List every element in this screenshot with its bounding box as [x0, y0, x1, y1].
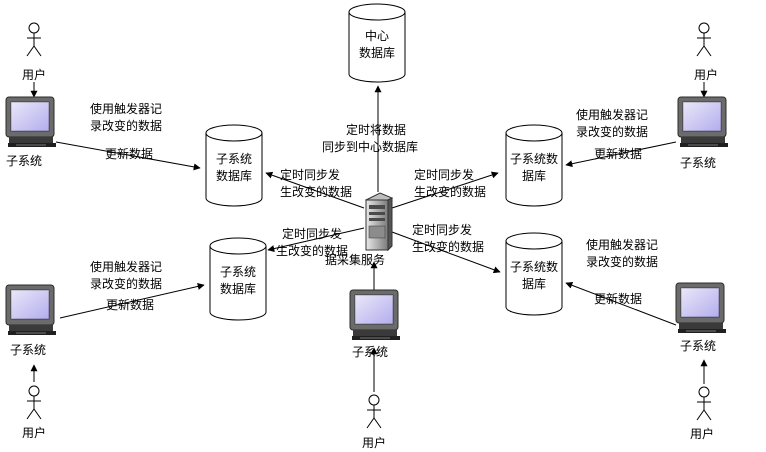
center-database-label-1: 中心	[365, 28, 389, 43]
annotation-sync-lb-2: 生改变的数据	[276, 243, 348, 258]
subsystem-top-right: 子系统	[677, 96, 729, 170]
subsystem-top-right-label: 子系统	[680, 156, 716, 170]
annotation-trigger-tl-1: 使用触发器记	[90, 101, 162, 116]
computer-icon	[5, 96, 57, 148]
annotation-trigger-bl-2: 录改变的数据	[90, 276, 162, 291]
user-bottom-left-label: 用户	[22, 425, 46, 440]
edge-subsystem-tr-to-db	[565, 141, 677, 168]
subsystem-database-right-bottom: 子系统数 据库	[505, 232, 563, 316]
user-bottom-right-label: 用户	[690, 426, 714, 441]
computer-icon	[675, 282, 727, 334]
user-bottom-center: 用户	[362, 394, 386, 450]
db-left-top-label-2: 数据库	[216, 168, 252, 183]
annotation-update-tr: 更新数据	[594, 146, 642, 161]
annotation-trigger-br-2: 录改变的数据	[586, 254, 658, 269]
computer-icon	[677, 96, 729, 148]
annotation-sync-rt-1: 定时同步发	[414, 167, 474, 182]
subsystem-database-left-top: 子系统 数据库	[205, 124, 263, 207]
annotation-sync-center-2: 同步到中心数据库	[322, 139, 418, 154]
edge-db-rb-to-server	[391, 231, 501, 274]
server-icon	[364, 192, 394, 252]
annotation-sync-rb-1: 定时同步发	[412, 222, 472, 237]
annotation-trigger-tr-2: 录改变的数据	[576, 124, 648, 139]
annotation-trigger-tl-2: 录改变的数据	[90, 118, 162, 133]
db-right-bottom-label-2: 据库	[522, 276, 546, 291]
subsystem-bottom-left-label: 子系统	[10, 343, 46, 357]
db-right-top-label-1: 子系统数	[510, 151, 558, 166]
annotation-sync-lt-2: 生改变的数据	[280, 184, 352, 199]
subsystem-bottom-right: 子系统	[675, 282, 727, 353]
user-bottom-left: 用户	[22, 385, 46, 440]
computer-icon	[349, 289, 401, 341]
user-icon	[26, 22, 42, 57]
db-left-bottom-label-2: 数据库	[220, 281, 256, 296]
subsystem-database-right-top: 子系统数 据库	[505, 124, 563, 207]
annotation-sync-lt-1: 定时同步发	[280, 167, 340, 182]
server: 据采集服务	[325, 192, 394, 267]
annotation-update-bl: 更新数据	[106, 297, 154, 312]
annotation-trigger-tr-1: 使用触发器记	[576, 107, 648, 122]
edge-subsystem-br-to-db	[565, 281, 677, 326]
center-database: 中心 数据库	[348, 3, 406, 83]
computer-icon	[5, 284, 57, 336]
subsystem-bottom-left: 子系统	[5, 284, 57, 357]
subsystem-database-left-bottom: 子系统 数据库	[209, 237, 267, 321]
user-top-right-label: 用户	[694, 67, 718, 82]
annotation-update-tl: 更新数据	[105, 146, 153, 161]
subsystem-top-left-label: 子系统	[6, 154, 42, 168]
subsystem-bottom-right-label: 子系统	[680, 339, 716, 353]
user-icon	[696, 22, 712, 57]
db-left-top-label-1: 子系统	[216, 152, 252, 166]
user-icon	[26, 385, 42, 420]
user-icon	[696, 386, 712, 421]
annotation-sync-rt-2: 生改变的数据	[414, 184, 486, 199]
annotation-sync-lb-1: 定时同步发	[282, 226, 342, 241]
edge-subsystem-bl-to-db	[59, 282, 205, 319]
edge-db-lt-to-server	[265, 171, 365, 209]
user-top-right: 用户	[694, 22, 718, 82]
db-right-top-label-2: 据库	[522, 168, 546, 183]
subsystem-bottom-center: 子系统	[349, 289, 401, 359]
db-left-bottom-label-1: 子系统	[220, 265, 256, 279]
subsystem-bottom-center-label: 子系统	[352, 345, 388, 359]
user-bottom-right: 用户	[690, 386, 714, 441]
db-right-bottom-label-1: 子系统数	[510, 259, 558, 274]
annotation-trigger-br-1: 使用触发器记	[586, 237, 658, 252]
center-database-label-2: 数据库	[359, 45, 395, 60]
subsystem-top-left: 子系统	[5, 96, 57, 168]
user-icon	[366, 394, 382, 429]
edge-db-rt-to-server	[391, 171, 499, 209]
annotation-trigger-bl-1: 使用触发器记	[90, 259, 162, 274]
annotation-sync-center-1: 定时将数据	[346, 122, 406, 137]
user-bottom-center-label: 用户	[362, 435, 386, 450]
user-top-left-label: 用户	[22, 67, 46, 82]
user-top-left: 用户	[22, 22, 46, 82]
edge-subsystem-tl-to-db	[55, 141, 201, 171]
edge-db-lb-to-server	[267, 227, 365, 253]
server-label: 据采集服务	[325, 252, 385, 267]
annotation-sync-rb-2: 生改变的数据	[412, 239, 484, 254]
annotation-update-br: 更新数据	[594, 291, 642, 306]
